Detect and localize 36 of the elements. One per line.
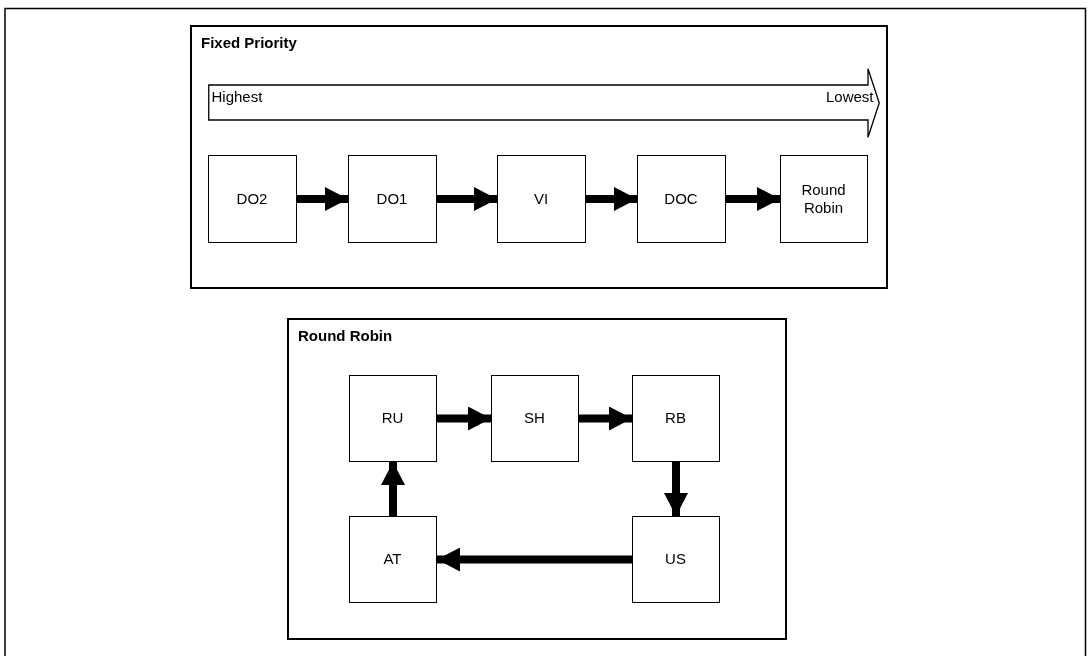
box-label: Round Robin	[800, 180, 847, 217]
group-panel	[190, 25, 888, 289]
box-label: US	[665, 550, 686, 568]
priority-label: Lowest	[825, 87, 874, 105]
box-label: DOC	[664, 189, 698, 208]
box-label: RU	[381, 409, 404, 427]
box-label: AT	[383, 550, 402, 568]
arrow	[437, 547, 632, 572]
process-box	[779, 154, 868, 243]
panel-title: Fixed Priority	[201, 34, 297, 51]
process-box	[348, 374, 437, 462]
arrow	[586, 187, 637, 211]
arrow	[437, 406, 491, 431]
arrow	[579, 406, 632, 431]
priority-label: Highest	[211, 87, 263, 105]
process-box	[207, 154, 297, 243]
box-label: DO2	[236, 189, 268, 208]
process-box	[496, 154, 586, 243]
arrow	[437, 187, 497, 211]
box-label: VI	[533, 189, 549, 208]
process-box	[631, 374, 720, 462]
arrow	[297, 187, 348, 211]
group-panel	[287, 318, 787, 640]
box-label: DO1	[376, 189, 408, 208]
priority-arrow	[207, 67, 880, 138]
box-label: RB	[665, 409, 686, 427]
arrow	[726, 187, 780, 211]
process-box	[490, 374, 579, 462]
arrow	[381, 462, 405, 516]
process-box	[636, 154, 726, 243]
panel-title: Round Robin	[298, 327, 393, 344]
process-box	[631, 515, 720, 603]
process-box	[348, 515, 437, 603]
box-label: SH	[524, 409, 545, 427]
arrow	[664, 462, 688, 516]
process-box	[347, 154, 437, 243]
